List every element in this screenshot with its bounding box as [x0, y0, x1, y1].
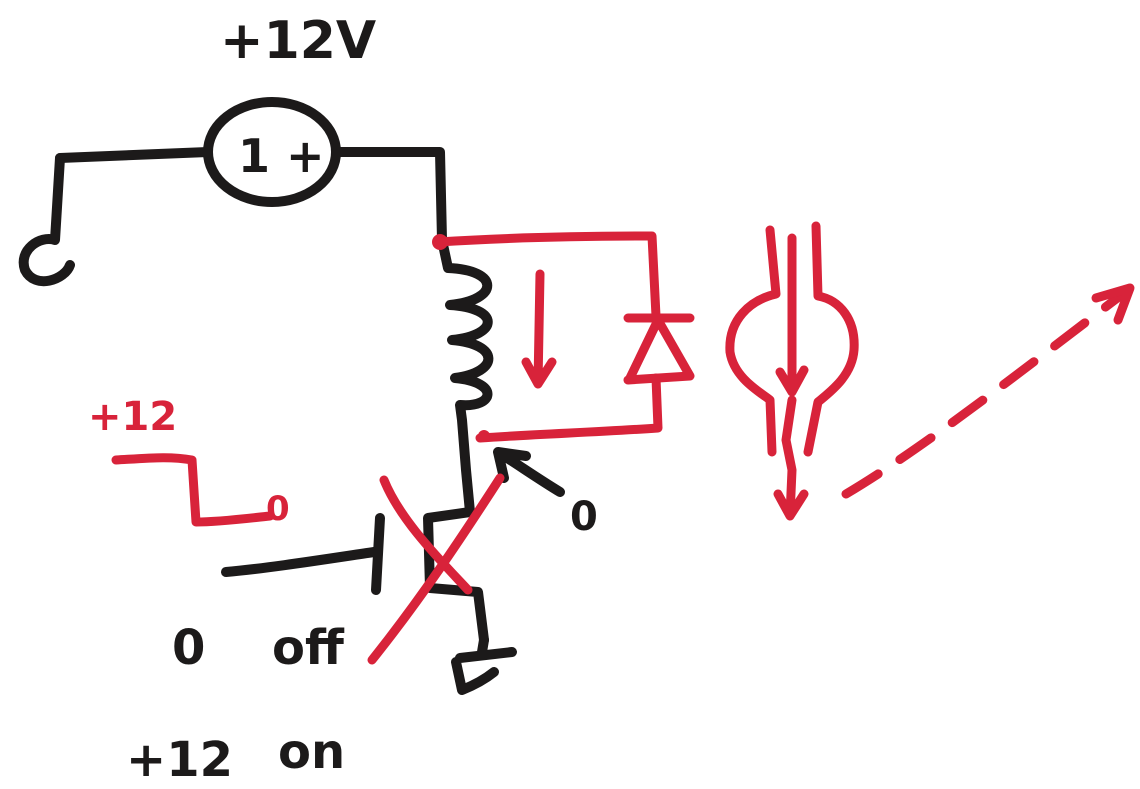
current-arrow: [521, 269, 557, 389]
cross-out-slash: [367, 473, 505, 665]
transistor-base-wire: [221, 547, 379, 577]
truth-row2-state: on: [278, 724, 345, 780]
dashed-arrow: [841, 291, 1125, 499]
wire-top-left: [55, 147, 213, 163]
input-low-label: 0: [266, 489, 290, 529]
red-annotations: [111, 221, 1135, 665]
supply-voltage-label: +12V: [220, 11, 376, 71]
flyback-diode: [623, 313, 695, 385]
wire-top-right: [331, 147, 447, 245]
cross-out-arc: [379, 475, 473, 595]
node-dot-bottom: [478, 430, 490, 442]
node-pointer-arrow: [493, 447, 565, 497]
truth-row1-state: off: [272, 620, 345, 676]
black-circuit: [18, 97, 565, 695]
input-waveform: [111, 453, 275, 527]
truth-row2-input: +12: [126, 732, 233, 788]
left-ground-hook: [18, 153, 75, 287]
truth-row1-input: 0: [172, 620, 205, 676]
source-marking: 1 +: [238, 129, 325, 183]
emitter-ground: [451, 635, 517, 695]
relay-coil: [437, 235, 494, 517]
input-high-label: +12: [88, 394, 177, 440]
flyback-loop: [433, 231, 663, 443]
switch-node-low-label: 0: [570, 494, 598, 540]
node-dot-top: [432, 234, 448, 250]
spark-symbol: [725, 221, 859, 521]
dashed-arrow-head: [1091, 283, 1135, 325]
